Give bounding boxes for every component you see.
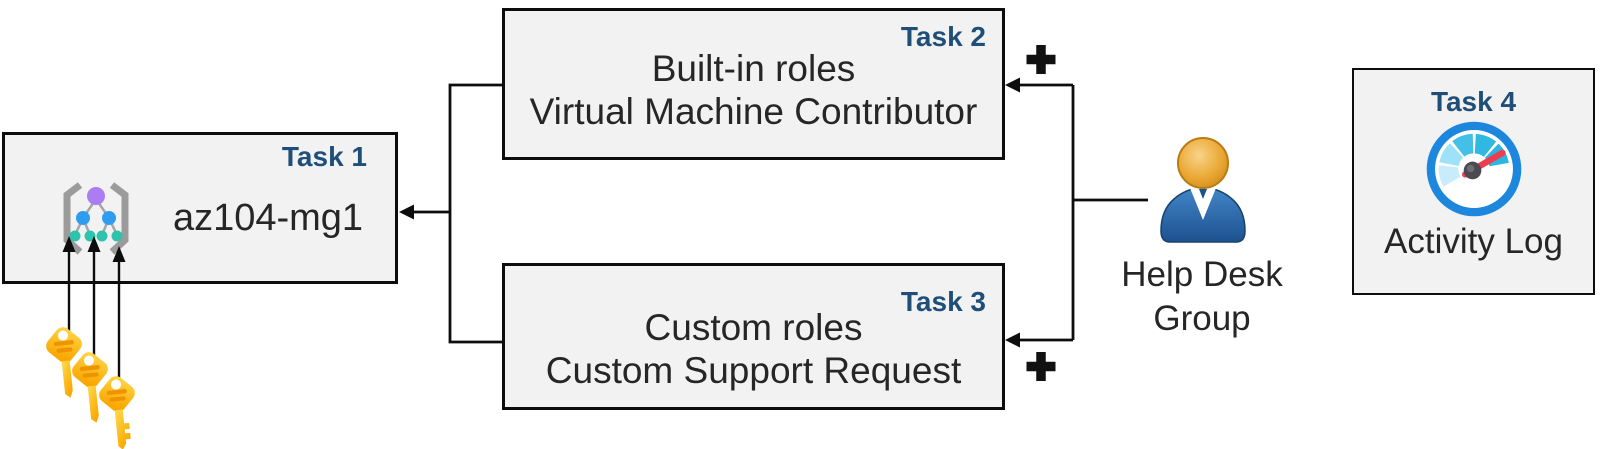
- person-icon: [1160, 137, 1246, 243]
- person-head: [1177, 137, 1229, 189]
- person-collar: [1190, 184, 1216, 220]
- task3-role-name: Custom Support Request: [545, 350, 962, 391]
- arrowhead-to-task2: [1005, 77, 1020, 93]
- management-group-name: az104-mg1: [172, 197, 364, 239]
- arrowhead-to-task1: [399, 204, 414, 220]
- task3-custom-roles-box: Task 3 Custom roles Custom Support Reque…: [502, 263, 1005, 410]
- arrowhead-to-task3: [1005, 332, 1020, 348]
- task1-label: Task 1: [281, 141, 367, 172]
- task2-role-type: Built-in roles: [651, 48, 856, 89]
- task3-label: Task 3: [900, 286, 986, 317]
- key-icon: [40, 321, 91, 400]
- task3-content: Custom roles Custom Support Request: [505, 306, 1002, 392]
- gauge-icon: [1426, 121, 1521, 217]
- task4-activity-log-box: Task 4 Activity Log: [1352, 68, 1595, 295]
- task1-management-group-box: Task 1 az104-mg1: [2, 132, 398, 284]
- plus-icon: [1026, 45, 1056, 74]
- key-icon: [66, 346, 117, 425]
- key-icon: [93, 370, 144, 449]
- task2-label: Task 2: [900, 21, 986, 52]
- management-group-icon: [63, 182, 129, 255]
- activity-log-name: Activity Log: [1384, 222, 1563, 261]
- task2-role-name: Virtual Machine Contributor: [529, 91, 978, 132]
- task3-role-type: Custom roles: [644, 307, 863, 348]
- bracket-roles-to-mg: [412, 83, 502, 344]
- task2-builtin-roles-box: Task 2 Built-in roles Virtual Machine Co…: [502, 8, 1005, 160]
- task2-content: Built-in roles Virtual Machine Contribut…: [505, 47, 1002, 133]
- plus-icon: [1026, 352, 1056, 381]
- help-desk-group-label: Help Desk Group: [1121, 255, 1283, 338]
- task4-label: Task 4: [1430, 86, 1517, 117]
